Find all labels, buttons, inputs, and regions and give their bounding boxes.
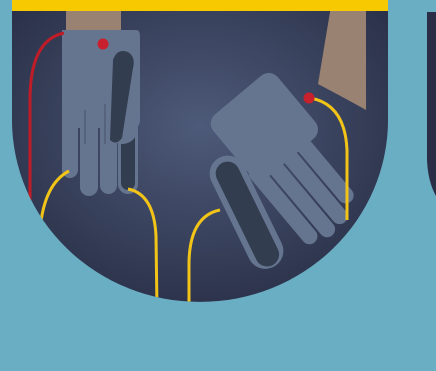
right-wrist-yellow-wire bbox=[309, 96, 349, 220]
sensor-dot-icon bbox=[303, 92, 315, 104]
top-bar bbox=[12, 0, 388, 11]
left-glove bbox=[62, 30, 140, 196]
left-red-wire bbox=[28, 31, 65, 200]
left-inner-yellow-wire bbox=[127, 187, 159, 302]
right-forearm bbox=[318, 0, 366, 110]
second-panel bbox=[427, 12, 436, 196]
right-glove bbox=[209, 73, 354, 269]
sensor-dot-icon bbox=[97, 38, 109, 50]
right-outer-yellow-wire bbox=[187, 208, 221, 302]
